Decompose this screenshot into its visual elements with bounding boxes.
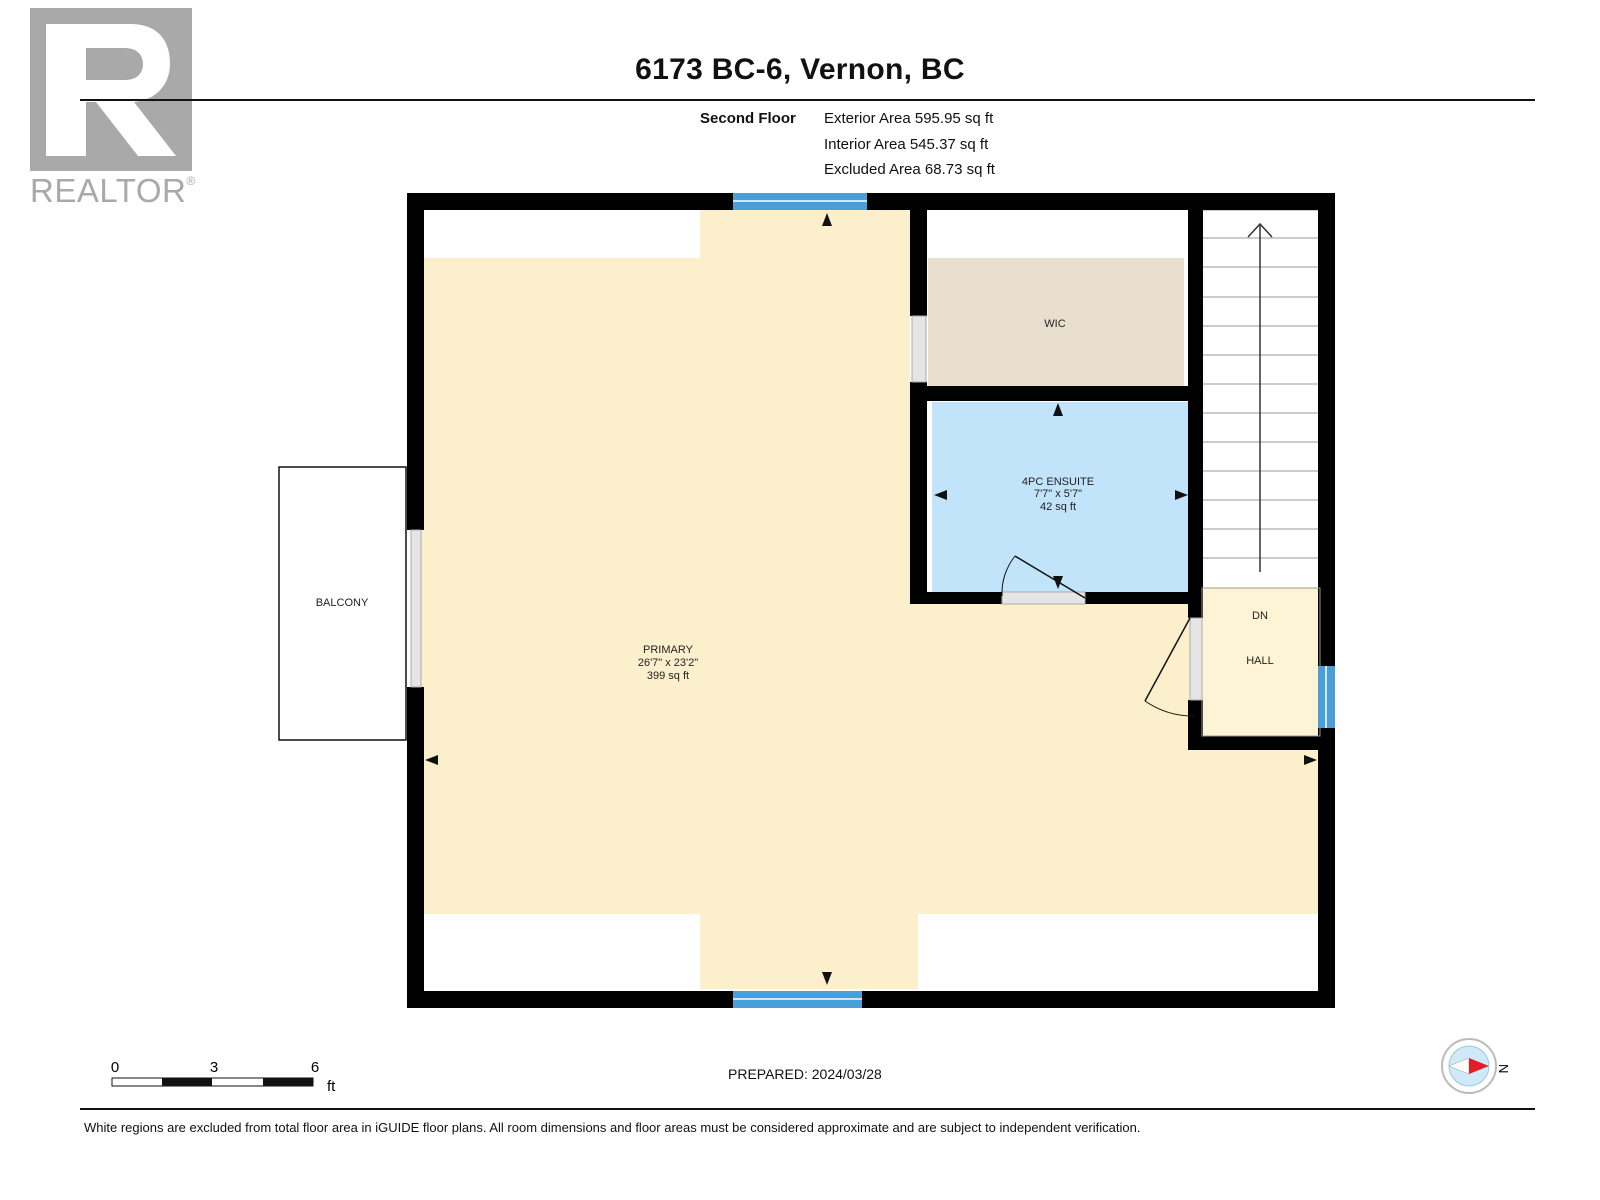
realtor-text: REALTOR — [30, 172, 187, 209]
page-title: 6173 BC-6, Vernon, BC — [635, 53, 965, 86]
scale-tick-3: 3 — [210, 1059, 218, 1076]
walls — [407, 193, 1335, 1008]
registered-mark: ® — [186, 174, 196, 188]
floor-label: Second Floor — [700, 110, 796, 127]
primary-area: 399 sq ft — [647, 670, 689, 682]
windows — [733, 193, 1335, 1008]
compass-north-label: N — [1496, 1064, 1511, 1073]
interior-area: Interior Area 545.37 sq ft — [824, 136, 989, 153]
door-swings — [1001, 555, 1196, 717]
compass-icon — [1441, 1038, 1497, 1094]
realtor-r-icon — [30, 8, 192, 171]
scale-unit: ft — [327, 1078, 336, 1095]
scale-tick-6: 6 — [311, 1059, 319, 1076]
stairs-dn-label: DN — [1252, 610, 1268, 622]
hall-name: HALL — [1246, 655, 1274, 667]
realtor-wordmark: REALTOR® — [30, 172, 196, 210]
staircase — [1201, 209, 1321, 589]
primary-dims: 26'7" x 23'2" — [638, 657, 698, 669]
primary-room — [415, 206, 1325, 989]
scale-tick-0: 0 — [111, 1059, 119, 1076]
ensuite-area: 42 sq ft — [1040, 501, 1076, 513]
exterior-area: Exterior Area 595.95 sq ft — [824, 110, 994, 127]
hall-room — [1202, 588, 1320, 736]
balcony-name: BALCONY — [316, 597, 369, 609]
ensuite-room — [932, 402, 1190, 592]
footer-divider — [80, 1108, 1535, 1110]
footnote: White regions are excluded from total fl… — [84, 1120, 1141, 1135]
dimension-arrows — [425, 213, 1317, 985]
wic-room — [928, 258, 1184, 388]
header-divider — [80, 99, 1535, 101]
excluded-area: Excluded Area 68.73 sq ft — [824, 161, 995, 178]
ensuite-name: 4PC ENSUITE — [1022, 476, 1094, 488]
ensuite-dims: 7'7" x 5'7" — [1034, 488, 1082, 500]
prepared-date: PREPARED: 2024/03/28 — [728, 1066, 882, 1082]
wic-name: WIC — [1044, 318, 1065, 330]
balcony-area — [278, 466, 407, 741]
scale-bar — [111, 1077, 314, 1087]
primary-name: PRIMARY — [643, 644, 694, 656]
